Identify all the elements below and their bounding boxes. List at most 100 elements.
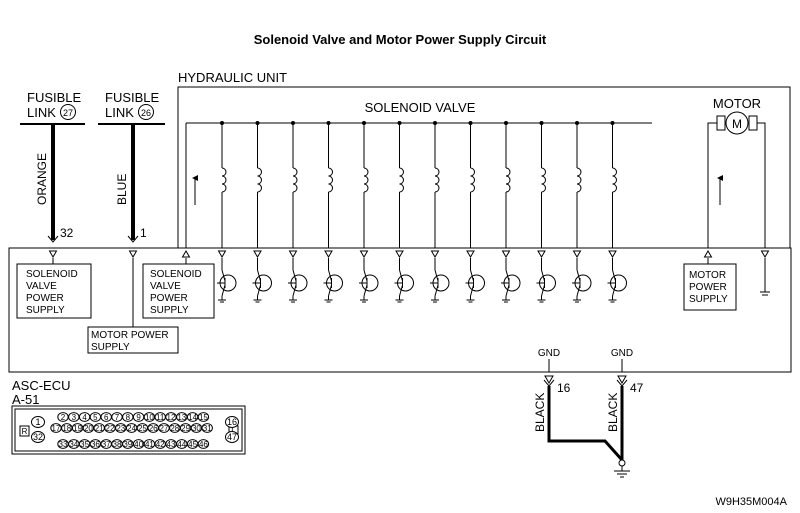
transistor-3 — [288, 258, 308, 303]
solenoid-inner-line1: SOLENOID — [150, 269, 202, 280]
transistor-12 — [607, 258, 627, 303]
solenoid-coil-9 — [504, 121, 511, 248]
svg-text:28: 28 — [170, 424, 179, 433]
svg-text:33: 33 — [59, 440, 68, 449]
svg-text:15: 15 — [199, 413, 208, 422]
transistor-4 — [323, 258, 343, 303]
black-wire-label-1: BLACK — [533, 393, 547, 432]
transistor-9 — [501, 258, 521, 303]
svg-text:25: 25 — [138, 424, 147, 433]
svg-text:37: 37 — [102, 440, 111, 449]
terminal-marker-extra-1 — [48, 250, 58, 258]
fusible-link-26: FUSIBLE LINK 26 BLUE 1 — [98, 90, 165, 240]
svg-text:19: 19 — [73, 424, 82, 433]
pin-35: 35 — [78, 439, 91, 449]
pin-44: 44 — [176, 439, 188, 449]
motor-supply-box: MOTOR POWER SUPPLY — [87, 258, 179, 354]
transistor-5 — [359, 258, 379, 303]
terminal-1-label: 1 — [140, 226, 147, 240]
connector-a51: R L 132164723456789101112131415171819202… — [11, 405, 246, 455]
pin-28: 28 — [169, 423, 181, 433]
pin-12: 12 — [165, 412, 177, 422]
pin-9: 9 — [132, 412, 145, 422]
driver-transistors — [217, 258, 627, 303]
svg-text:23: 23 — [116, 424, 125, 433]
solenoid-inner-line3: POWER — [150, 293, 188, 304]
svg-text:34: 34 — [69, 440, 78, 449]
pin-43: 43 — [165, 439, 177, 449]
svg-text:47: 47 — [227, 432, 237, 442]
pin-27: 27 — [158, 423, 170, 433]
svg-text:16: 16 — [227, 417, 237, 427]
terminal-marker-12 — [608, 250, 617, 258]
motor-supply-line1: MOTOR POWER — [91, 330, 169, 341]
pin-14: 14 — [186, 412, 199, 422]
motor-right-line1: MOTOR — [689, 270, 726, 281]
fusible-link-26-number: 26 — [141, 108, 151, 118]
transistor-11 — [572, 258, 592, 303]
fusible-link-27: FUSIBLE LINK 27 ORANGE 32 — [20, 90, 85, 240]
pin-42: 42 — [154, 439, 166, 449]
solenoid-coil-10 — [539, 121, 546, 248]
terminal-marker-7 — [430, 250, 440, 258]
terminal-marker-2 — [253, 250, 262, 258]
ground-section: GND GND 16 47 BLACK BLACK — [533, 348, 644, 478]
svg-text:42: 42 — [156, 440, 165, 449]
terminal-marker-extra-4 — [703, 250, 713, 258]
gnd-label-2: GND — [611, 348, 633, 359]
fusible-link-26-line1: FUSIBLE — [105, 90, 160, 105]
solenoid-coil-2 — [255, 121, 262, 248]
pin-38: 38 — [111, 439, 123, 449]
pin-46: 46 — [197, 439, 210, 449]
pin-11: 11 — [154, 412, 166, 422]
svg-text:3: 3 — [72, 413, 77, 422]
transistor-10 — [536, 258, 556, 303]
fusible-link-26-line2: LINK — [105, 105, 134, 120]
svg-text:14: 14 — [188, 413, 197, 422]
transistor-8 — [465, 258, 485, 303]
pin-2: 2 — [57, 412, 69, 422]
ecu-name: ASC-ECU — [12, 378, 71, 393]
pin-30: 30 — [190, 423, 203, 433]
ground-icon — [614, 459, 630, 478]
svg-text:7: 7 — [115, 413, 120, 422]
terminal-47-label: 47 — [630, 381, 644, 395]
svg-text:32: 32 — [33, 432, 43, 442]
pin-3: 3 — [68, 412, 80, 422]
solenoid-inner-line2: VALVE — [150, 281, 181, 292]
svg-text:5: 5 — [93, 413, 98, 422]
svg-text:31: 31 — [203, 424, 212, 433]
black-wire-label-2: BLACK — [606, 393, 620, 432]
solenoid-coil-3 — [291, 121, 298, 248]
transistor-2 — [252, 258, 272, 303]
solenoid-coil-4 — [326, 121, 333, 248]
pin-4: 4 — [78, 412, 91, 422]
transistor-1 — [217, 258, 237, 303]
svg-text:39: 39 — [123, 440, 132, 449]
solenoid-coil-12 — [610, 121, 617, 248]
svg-text:8: 8 — [126, 413, 131, 422]
motor-supply-line2: SUPPLY — [91, 342, 130, 353]
pin-13: 13 — [176, 412, 188, 422]
pin-41: 41 — [143, 439, 156, 449]
pin-37: 37 — [100, 439, 112, 449]
svg-text:45: 45 — [188, 440, 197, 449]
motor-icon: M — [707, 111, 766, 248]
ecu-outline — [8, 247, 792, 373]
pin-34: 34 — [68, 439, 80, 449]
pin-16: 16 — [225, 415, 239, 429]
ecu-ground-icon — [760, 258, 770, 296]
terminal-marker-3 — [288, 250, 298, 258]
motor-label: MOTOR — [713, 96, 761, 111]
pin-36: 36 — [89, 439, 102, 449]
motor-supply-right-box: MOTOR POWER SUPPLY — [683, 258, 737, 311]
solenoid-coil-6 — [397, 121, 404, 248]
solenoid-supply-box: SOLENOID VALVE POWER SUPPLY — [16, 258, 92, 319]
pin-8: 8 — [122, 412, 134, 422]
transistor-6 — [394, 258, 414, 303]
transistor-7 — [430, 258, 450, 303]
blue-wire-label: BLUE — [115, 174, 129, 205]
hydraulic-unit-label: HYDRAULIC UNIT — [178, 70, 287, 85]
pin-47: 47 — [225, 430, 239, 444]
